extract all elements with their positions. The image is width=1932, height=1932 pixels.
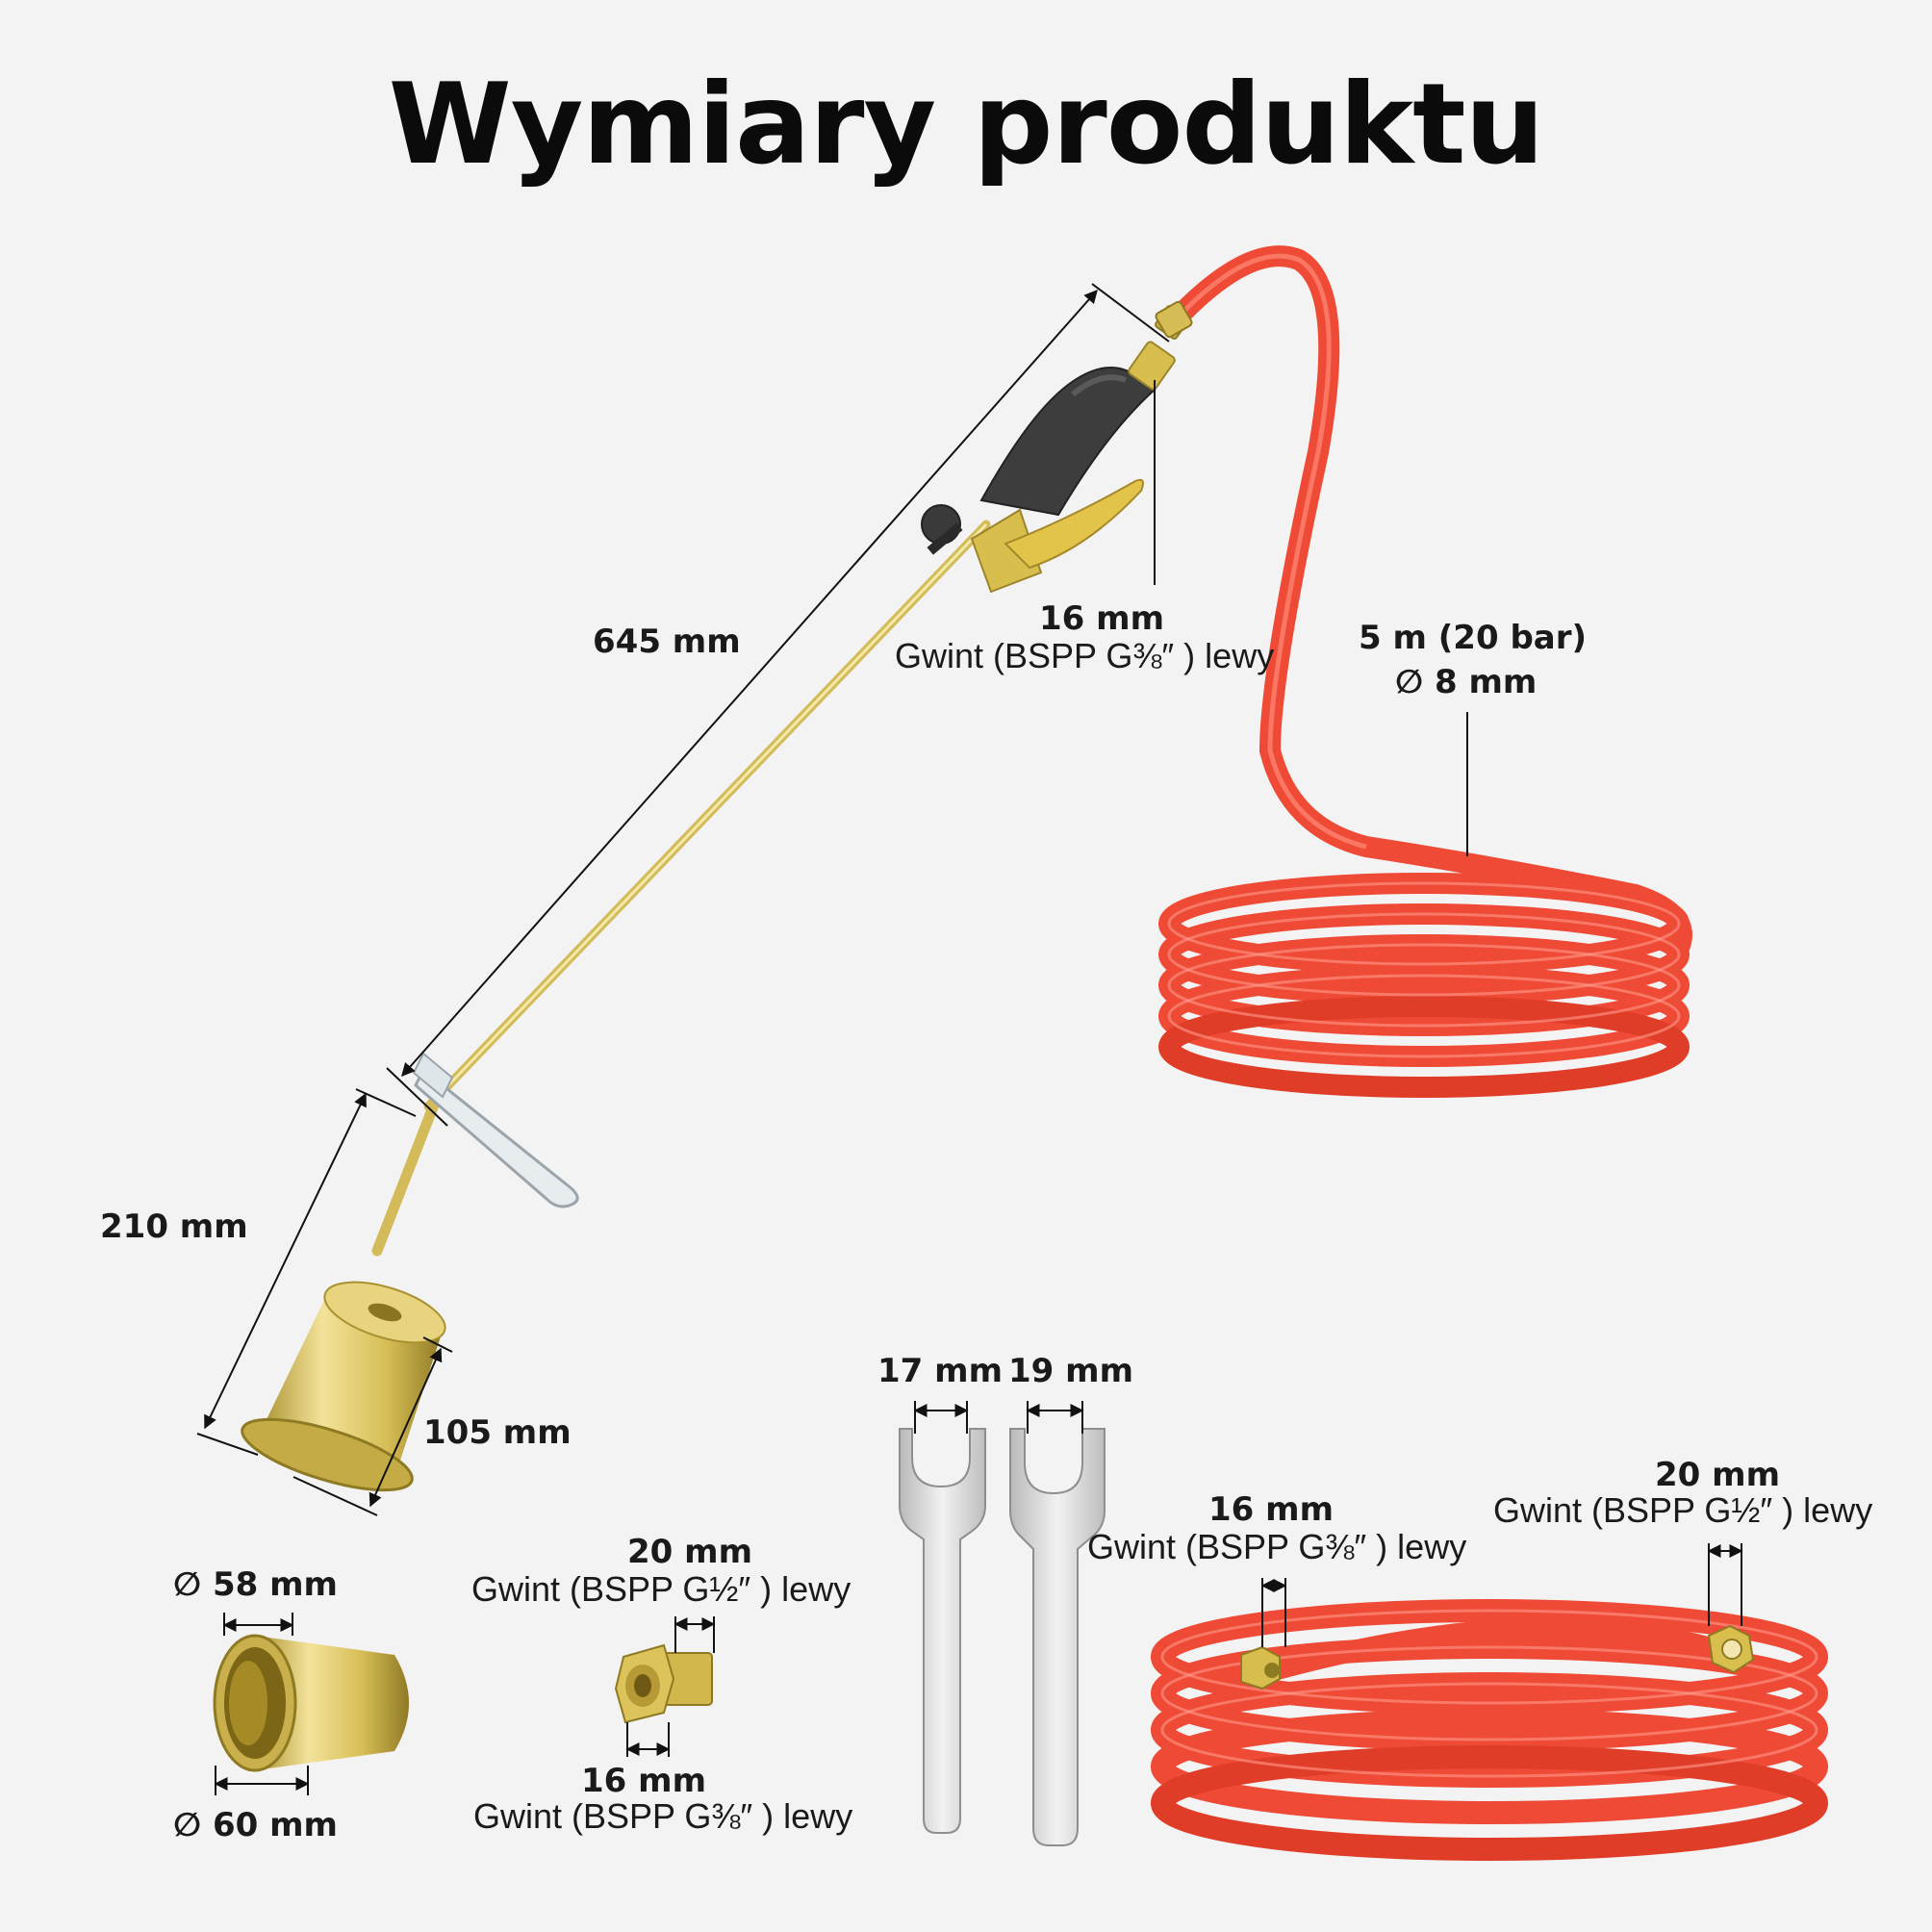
adapter-top-size: 20 mm (627, 1533, 753, 1571)
torch-stand (412, 1052, 579, 1208)
torch-fitting (1128, 341, 1176, 391)
sleeve-inner-diameter: ∅ 58 mm (173, 1565, 338, 1604)
page-title: Wymiary produktu (388, 60, 1544, 190)
dimension-lines (196, 283, 1468, 1516)
hose-left-thread: Gwint (BSPP G⅜″ ) lewy (1087, 1527, 1467, 1566)
torch-length-label: 645 mm (593, 623, 741, 661)
handle-connector-thread: Gwint (BSPP G⅜″ ) lewy (895, 636, 1275, 675)
wrench-19 (1009, 1401, 1106, 1846)
dim-210-line (204, 1092, 367, 1430)
sleeve-outer-diameter: ∅ 60 mm (173, 1806, 338, 1844)
burner-sleeve (213, 1613, 409, 1795)
hose-attached (1155, 245, 1692, 1098)
burner-width-label: 105 mm (423, 1413, 572, 1452)
wrench-19-label: 19 mm (1008, 1352, 1134, 1390)
adapter-top-thread: Gwint (BSPP G½″ ) lewy (471, 1569, 852, 1609)
dim-105-line (369, 1347, 443, 1508)
adapter-fitting (614, 1616, 716, 1757)
wrench-17-label: 17 mm (877, 1352, 1004, 1390)
handle-connector-size: 16 mm (1039, 599, 1165, 638)
torch (241, 305, 1189, 1492)
hose-spare (1151, 1543, 1828, 1861)
hose-spec: 5 m (20 bar) (1359, 619, 1588, 657)
dim-645-line (401, 289, 1098, 1078)
hose-right-thread: Gwint (BSPP G½″ ) lewy (1493, 1490, 1873, 1530)
wrench-17 (899, 1401, 986, 1834)
burner-length-label: 210 mm (100, 1208, 248, 1246)
adapter-bottom-size: 16 mm (581, 1762, 707, 1800)
torch-burner (241, 1281, 446, 1492)
hose-diameter: ∅ 8 mm (1395, 663, 1538, 701)
hose-right-size: 20 mm (1655, 1456, 1781, 1494)
adapter-bottom-thread: Gwint (BSPP G⅜″ ) lewy (473, 1796, 853, 1836)
hose-left-size: 16 mm (1208, 1490, 1335, 1529)
